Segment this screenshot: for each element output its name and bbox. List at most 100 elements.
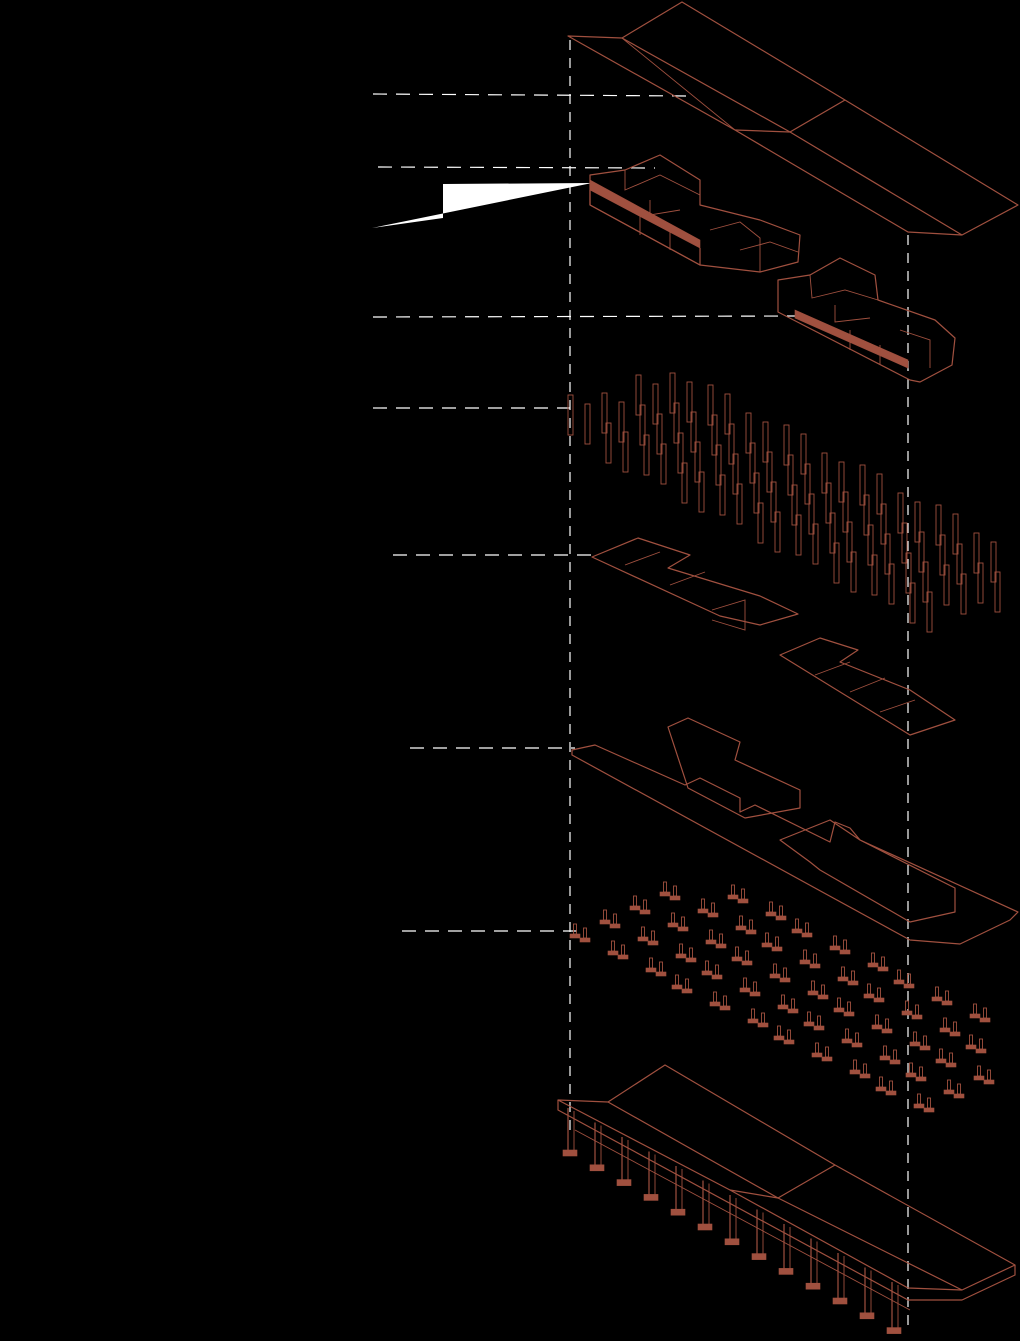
footing-pad — [783, 1039, 795, 1045]
assembled-column-base — [805, 1282, 821, 1290]
footing-pier — [723, 995, 727, 1007]
footing-pad — [811, 1052, 823, 1058]
footing-pier — [745, 950, 749, 962]
vertical-panel — [762, 421, 769, 463]
footing-pad — [669, 895, 681, 901]
footing-pier — [885, 1018, 889, 1030]
assembled-roof-fascia — [557, 1100, 1016, 1301]
footing-pier — [973, 1003, 977, 1015]
footing-pier — [791, 998, 795, 1010]
vertical-panel — [698, 471, 705, 513]
footing-pier — [945, 990, 949, 1002]
footing-pad — [903, 983, 915, 989]
footing-pier — [681, 916, 685, 928]
footing-pier — [741, 888, 745, 900]
footing-pad — [879, 1055, 891, 1061]
footing-pad — [569, 933, 581, 939]
footing-pier — [837, 997, 841, 1009]
footing-pad — [609, 923, 621, 929]
footing-pier — [573, 923, 577, 935]
leader-roof — [372, 93, 691, 97]
footing-pier — [879, 1076, 883, 1088]
vertical-panel — [956, 543, 963, 585]
vertical-panel — [605, 422, 612, 464]
footing-pier — [783, 967, 787, 979]
footing-pier — [805, 922, 809, 934]
footing-pad — [771, 946, 783, 952]
vertical-panel — [918, 531, 925, 573]
footing-pier — [919, 1066, 923, 1078]
footing-pad — [757, 1022, 769, 1028]
vertical-panel — [728, 423, 735, 465]
footing-pad — [881, 1028, 893, 1034]
footing-pad — [871, 1024, 883, 1030]
vertical-panel — [909, 582, 916, 624]
footing-pad — [919, 1045, 931, 1051]
assembled-column-base — [859, 1312, 875, 1320]
assembled-roof-outline — [557, 1064, 1016, 1291]
vertical-panel — [804, 463, 811, 505]
assembled-column-base — [751, 1253, 767, 1260]
footing-pad — [851, 1042, 863, 1048]
vertical-panel — [867, 524, 874, 566]
vertical-panel — [791, 484, 798, 526]
vertical-panel — [850, 551, 857, 593]
footing-pier — [611, 940, 615, 952]
assembled-column-base — [778, 1268, 794, 1275]
floor-plate-lower-seam-a — [814, 661, 851, 676]
leader-lines — [372, 93, 796, 932]
assembled-column-base — [724, 1238, 740, 1246]
vertical-panel — [939, 534, 946, 576]
footing-pad — [607, 950, 619, 956]
footing-pad — [859, 1073, 871, 1079]
assembled-column-base — [616, 1179, 632, 1186]
vertical-panel — [884, 533, 891, 575]
footing-pier — [689, 947, 693, 959]
footing-pad — [769, 973, 781, 979]
footing-pier — [987, 1069, 991, 1081]
footing-pad — [867, 962, 879, 968]
floor-plate-lower-seam-c — [879, 699, 916, 713]
footing-pier — [663, 881, 667, 893]
footing-pier — [643, 899, 647, 911]
footing-pad — [953, 1093, 965, 1099]
footing-pier — [917, 1093, 921, 1105]
footing-pier — [815, 1042, 819, 1054]
footing-pad — [677, 926, 689, 932]
vertical-panel — [977, 562, 984, 604]
footing-pier — [897, 969, 901, 981]
assembled-beam-line — [574, 1129, 911, 1311]
floor-plate-lower-seam-b — [849, 677, 886, 693]
floor-plate-upper-stair — [711, 599, 746, 631]
vertical-panel — [795, 514, 802, 556]
vertical-panel — [863, 494, 870, 536]
vertical-panel — [770, 481, 777, 523]
footing-pier — [711, 902, 715, 914]
footing-pad — [639, 909, 651, 915]
footing-pier — [685, 978, 689, 990]
assembled-column-base — [670, 1208, 686, 1216]
footing-pier — [713, 991, 717, 1003]
footing-pad — [775, 915, 787, 921]
footing-pad — [975, 1048, 987, 1054]
vertical-panel — [914, 501, 921, 543]
footing-pier — [709, 929, 713, 941]
footing-pier — [871, 952, 875, 964]
footing-pier — [779, 905, 783, 917]
vertical-panel — [943, 564, 950, 606]
lower-block-outline — [777, 257, 956, 383]
footing-pier — [833, 935, 837, 947]
footing-pier — [749, 919, 753, 931]
footing-pier — [735, 946, 739, 958]
vertical-panel — [724, 393, 731, 435]
vertical-panel — [973, 532, 980, 574]
vertical-panel — [567, 394, 574, 436]
vertical-panel — [719, 474, 726, 516]
vertical-panel — [808, 493, 815, 535]
leader-lower-block — [372, 315, 796, 318]
footing-pad — [737, 898, 749, 904]
upper-block-base — [589, 190, 701, 266]
footing-pier — [715, 964, 719, 976]
vertical-panel — [618, 401, 625, 443]
footing-pad — [809, 963, 821, 969]
